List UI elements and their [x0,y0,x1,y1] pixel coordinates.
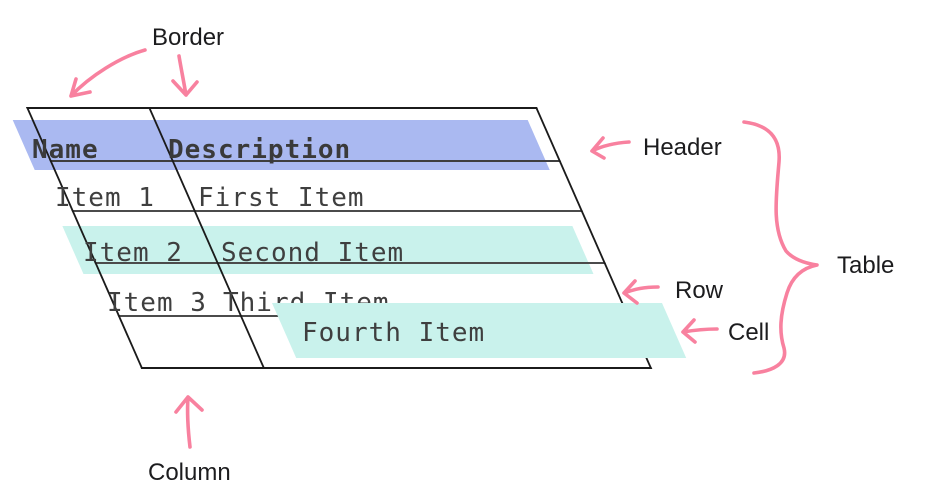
label-cell: Cell [728,319,770,346]
border-arrow-curved-icon [69,48,147,98]
table-border-top [26,107,538,109]
cell-row2-name: Item 2 [83,238,183,268]
cell-row1-name: Item 1 [55,183,155,213]
border-arrow-down-icon [171,54,199,97]
header-cell-name: Name [32,135,99,165]
label-row: Row [675,277,724,304]
cell-row3-name: Item 3 [107,288,207,318]
label-column: Column [148,459,231,486]
header-cell-description: Description [168,135,352,165]
column-arrow-icon [174,395,204,449]
cell-row2-description: Second Item [221,238,405,268]
cell-row4-description: Fourth Item [302,318,486,348]
table-border-bottom [140,367,653,369]
cell-row1-description: First Item [198,183,365,213]
label-border: Border [152,24,225,51]
row-arrow-icon [622,279,660,305]
cell-arrow-icon [681,318,719,344]
label-table: Table [837,252,895,279]
label-header: Header [643,134,722,161]
header-arrow-icon [590,136,631,160]
